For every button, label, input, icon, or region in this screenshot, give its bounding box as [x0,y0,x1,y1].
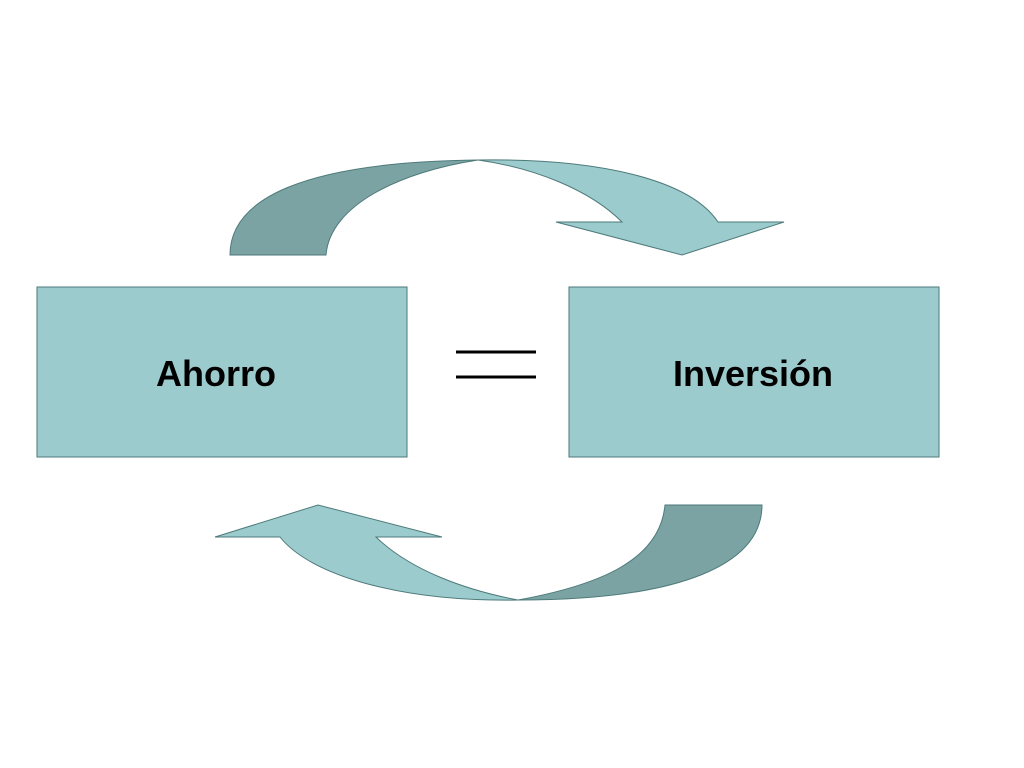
bottom-curved-arrow [214,504,763,601]
ahorro-label: Ahorro [156,353,276,394]
inversion-box: Inversión [568,286,940,458]
top-arrow-tail-dark [229,159,479,256]
equals-sign-icon [456,350,536,379]
inversion-label: Inversión [673,353,833,394]
bottom-arrow-head-light [214,504,519,601]
bottom-arrow-tail-dark [517,504,763,601]
top-arrow-head-light [477,159,785,256]
ahorro-box: Ahorro [36,286,408,458]
top-curved-arrow [229,159,785,256]
